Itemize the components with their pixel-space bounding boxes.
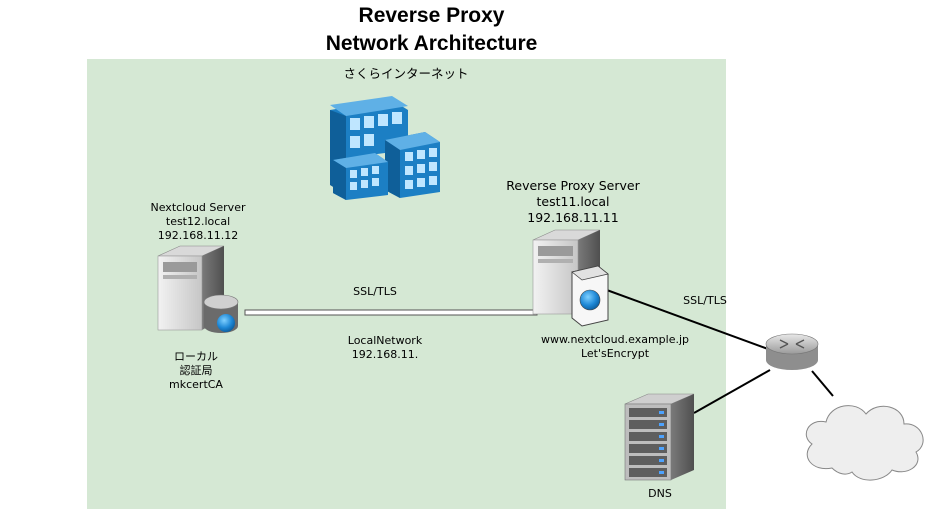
zone-label: さくらインターネット — [343, 66, 469, 81]
local-ca-line1: ローカル — [174, 350, 218, 363]
diagram-title-line2: Network Architecture — [325, 32, 538, 55]
rack-server-icon — [624, 393, 695, 481]
certificate-issuer: Let'sEncrypt — [580, 347, 650, 360]
external-link-protocol: SSL/TLS — [683, 294, 727, 307]
proxy-server-name: Reverse Proxy Server — [506, 178, 640, 193]
diagram-title-line1: Reverse Proxy — [358, 4, 505, 27]
certificate-icon — [571, 265, 609, 327]
proxy-server-host: test11.local — [536, 194, 610, 209]
proxy-router-line — [603, 288, 769, 350]
local-link-line — [244, 309, 538, 316]
local-network-name: LocalNetwork — [347, 334, 423, 347]
database-icon — [203, 294, 239, 333]
router-icon — [765, 333, 819, 370]
nextcloud-server-host: test12.local — [165, 215, 231, 228]
router-cloud-line — [811, 370, 834, 397]
dns-label: DNS — [648, 487, 672, 500]
certificate-domain: www.nextcloud.example.jp — [540, 333, 689, 346]
office-buildings-icon — [330, 96, 440, 200]
nextcloud-server-icon — [157, 245, 225, 331]
local-ca-line3: mkcertCA — [169, 378, 223, 391]
dns-router-line — [693, 369, 771, 414]
local-network-address: 192.168.11. — [351, 348, 419, 361]
local-ca-line2: 認証局 — [179, 364, 213, 377]
local-link-protocol: SSL/TLS — [353, 285, 397, 298]
cloud-icon — [805, 405, 924, 481]
nextcloud-server-name: Nextcloud Server — [150, 201, 246, 214]
proxy-server-ip: 192.168.11.11 — [527, 210, 619, 225]
nextcloud-server-ip: 192.168.11.12 — [157, 229, 239, 242]
